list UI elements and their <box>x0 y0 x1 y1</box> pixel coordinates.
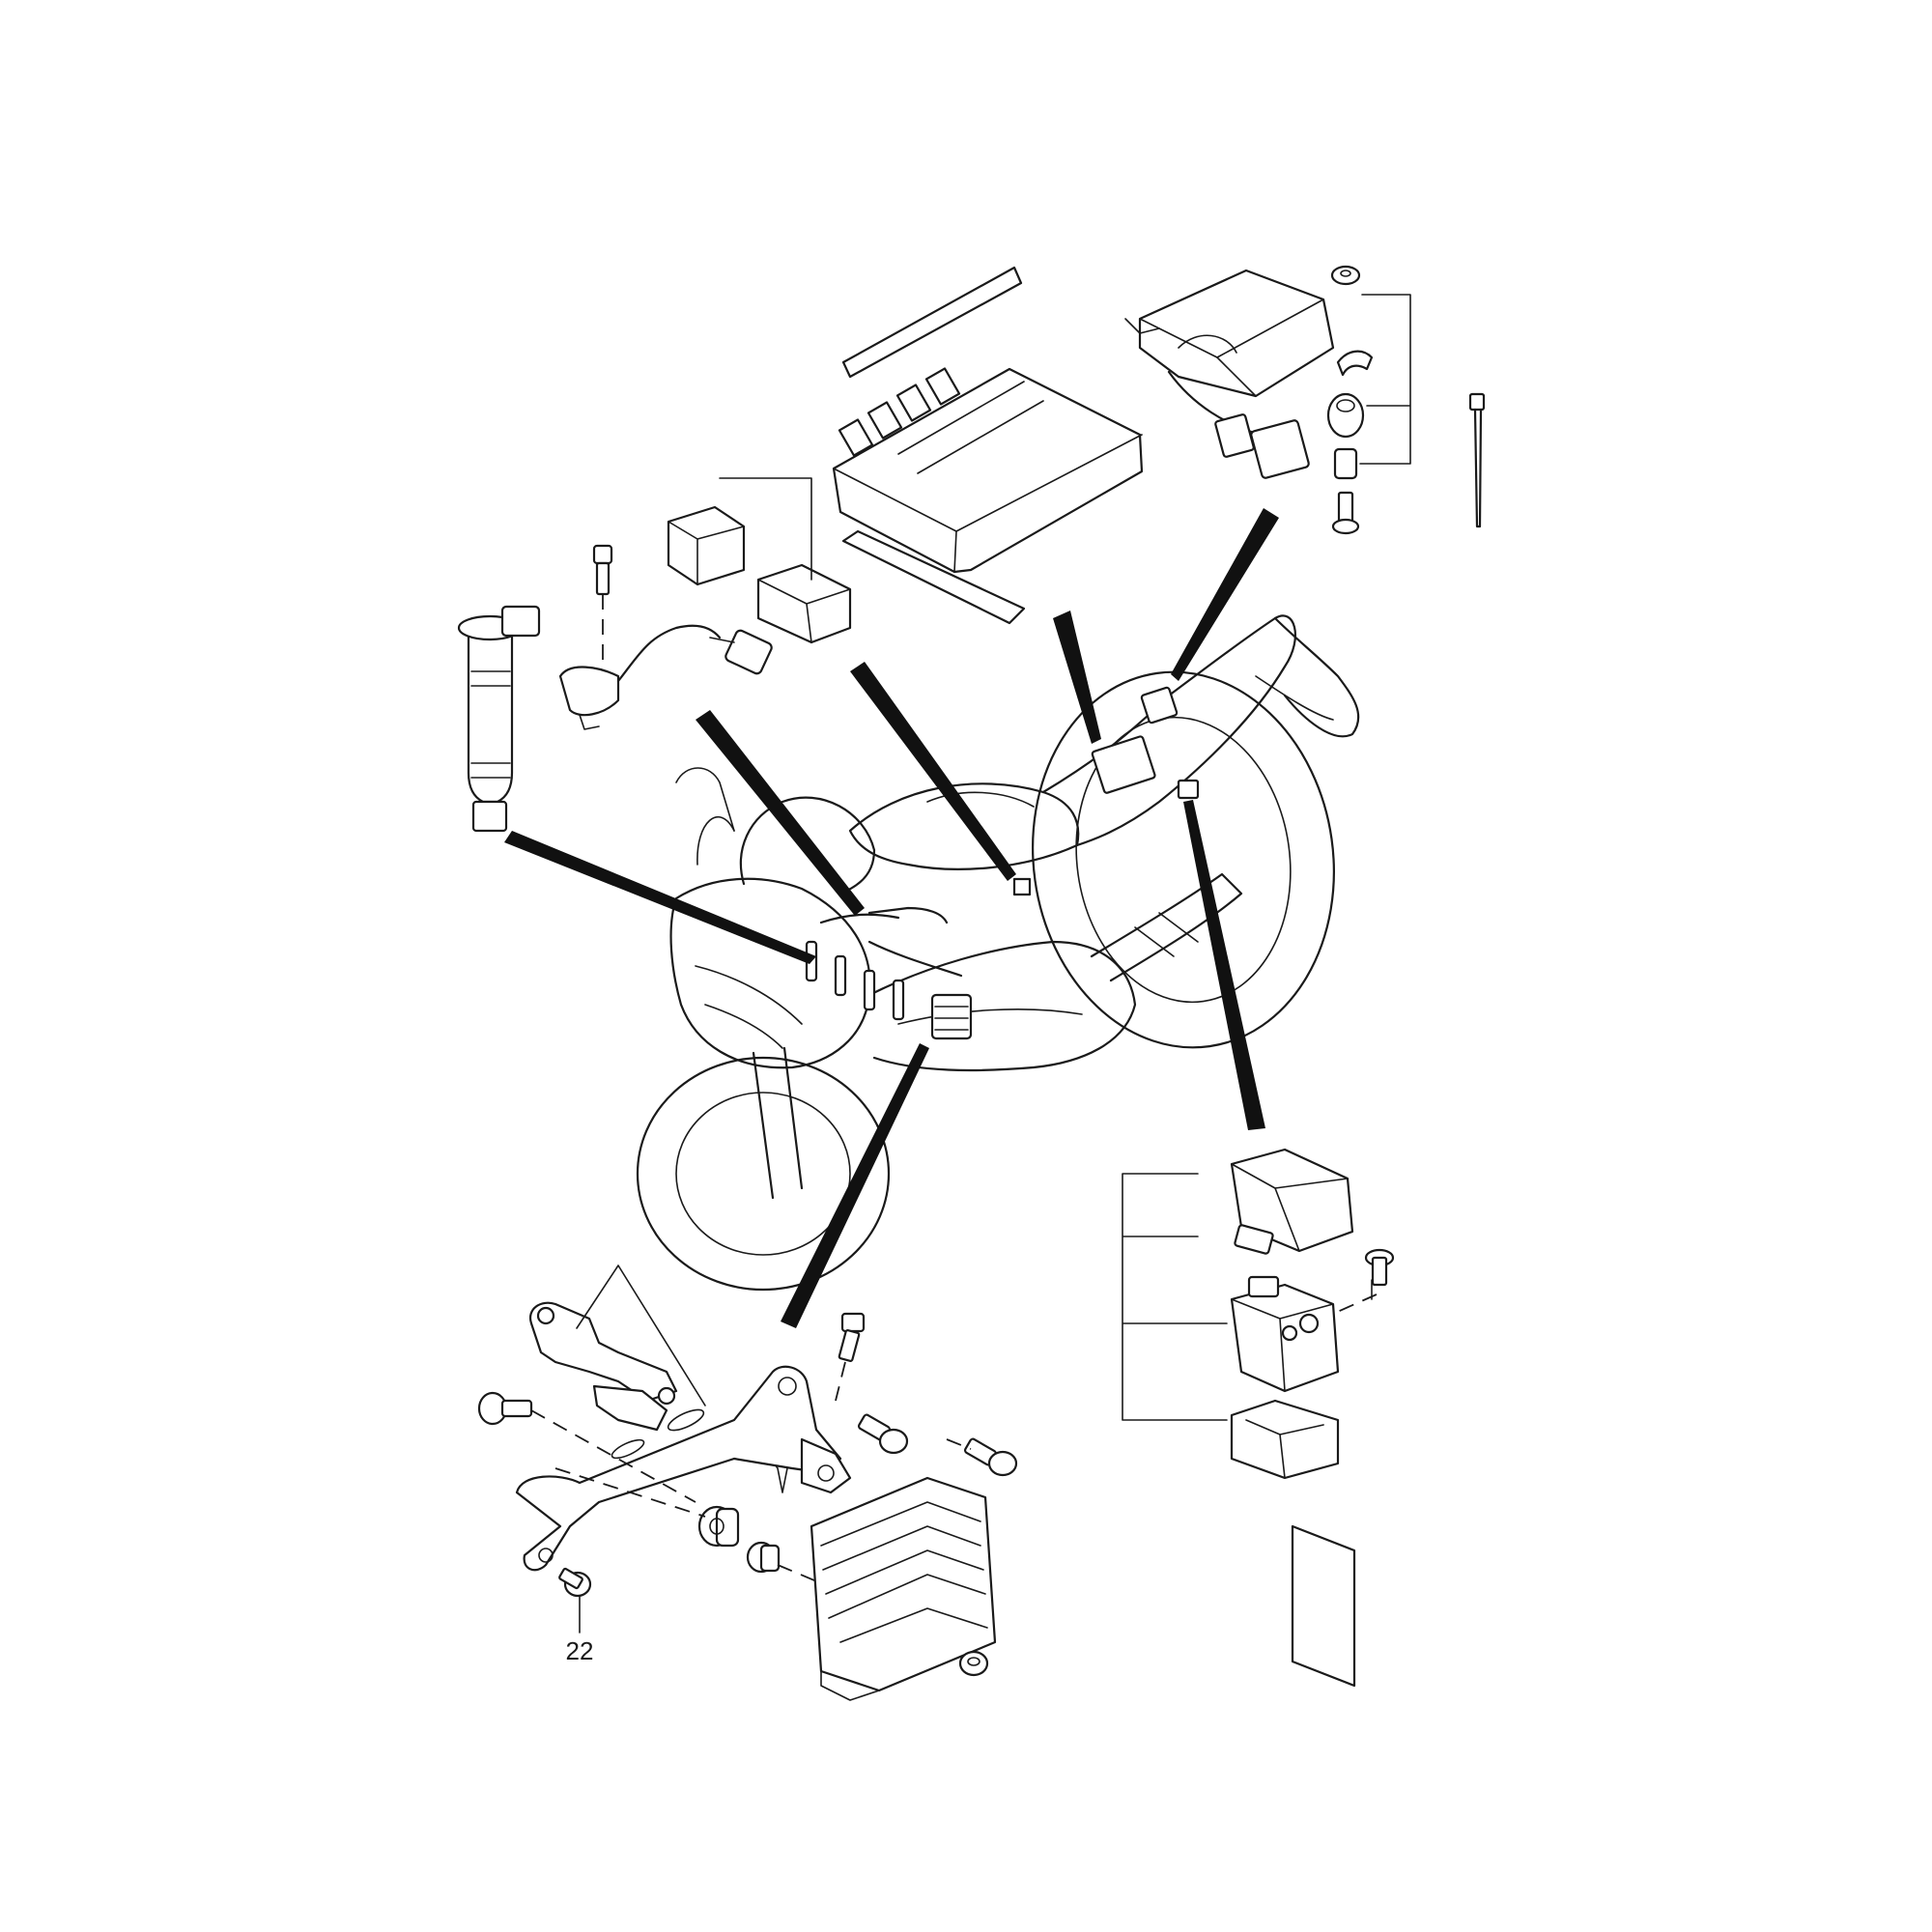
front-wheel <box>636 1056 891 1292</box>
ecm-bottom-pad <box>841 529 1026 625</box>
sensor-wire <box>616 624 722 683</box>
sensor-plug <box>724 629 773 675</box>
regulator-nut <box>958 1650 989 1677</box>
relay-bracket-line <box>1122 1173 1228 1421</box>
bracket-callout-lines <box>576 1264 793 1493</box>
fuse-box-collar <box>1333 447 1358 480</box>
regulator-collar <box>746 1541 781 1574</box>
fuse-box-body <box>1138 269 1335 398</box>
ignition-coil-connector <box>500 605 541 638</box>
fuse-box-bolt <box>1331 491 1360 535</box>
bracket-bolt-left <box>477 1391 696 1503</box>
fuse-box-clip <box>1336 350 1374 377</box>
cam-position-sensor <box>558 477 852 730</box>
relay-rubber-boot <box>1230 1399 1340 1480</box>
pointer-cam-sensor <box>696 710 865 916</box>
ecm-body <box>832 367 1144 574</box>
sensor-bolt <box>592 544 613 676</box>
bracket-bolt-top <box>835 1312 866 1402</box>
pointer-ecm <box>1053 611 1101 744</box>
regulator-assembly <box>477 1264 1018 1701</box>
ignition-coil-studs <box>805 940 905 1021</box>
fuse-box-bracket-line <box>1359 294 1411 465</box>
pointer-regulator <box>781 1043 929 1328</box>
callout-22-bolt <box>558 1567 592 1634</box>
sensor-body <box>558 666 620 717</box>
pointer-ignition-coil <box>504 831 816 964</box>
pointer-fuse-box <box>1171 508 1279 681</box>
ignition-coil <box>457 605 541 833</box>
fuse-box-connector <box>1250 419 1310 479</box>
motorcycle-outline <box>636 614 1360 1292</box>
regulator-on-bike <box>930 993 973 1040</box>
ecm-unit <box>832 266 1144 625</box>
regulator-bolt <box>946 1437 1018 1477</box>
ignition-coil-body <box>467 626 514 804</box>
front-fairing <box>669 877 871 1069</box>
fuse-box-assembly <box>1124 265 1486 535</box>
pointer-wedges <box>504 508 1279 1328</box>
rear-wheel <box>1032 670 1335 1049</box>
connector-housing-a <box>667 505 746 586</box>
seat-tail <box>1041 614 1296 847</box>
regulator-grommet <box>697 1505 740 1548</box>
connector-bracket-line <box>719 477 812 581</box>
starter-relay-on-bike <box>1177 779 1200 800</box>
fuse-box-on-bike <box>1140 686 1179 724</box>
bracket-bolt-right <box>858 1413 909 1455</box>
fuel-tank <box>848 782 1080 870</box>
ecm-on-bike <box>1091 735 1156 794</box>
ecm-connectors <box>838 367 961 457</box>
callout-number-22: 22 <box>566 1636 594 1665</box>
connector-housing-b <box>756 563 852 644</box>
small-bracket <box>528 1301 678 1403</box>
lower-fairing <box>867 940 1137 1072</box>
label-sticker <box>1291 1524 1356 1688</box>
pointer-starter-relay <box>1183 800 1265 1130</box>
handlebar <box>819 906 949 924</box>
relay-bolt <box>1332 1248 1395 1315</box>
relay-fuse <box>1234 1224 1274 1255</box>
windscreen <box>739 796 876 895</box>
starter-relay-assembly <box>1122 1148 1395 1688</box>
ecm-top-pad <box>841 266 1023 379</box>
relay-on-bike <box>1012 877 1032 896</box>
cable-tie <box>1468 392 1486 528</box>
pointer-relay <box>850 662 1016 881</box>
long-bracket <box>515 1365 842 1572</box>
fuse-box-washer <box>1330 265 1361 286</box>
